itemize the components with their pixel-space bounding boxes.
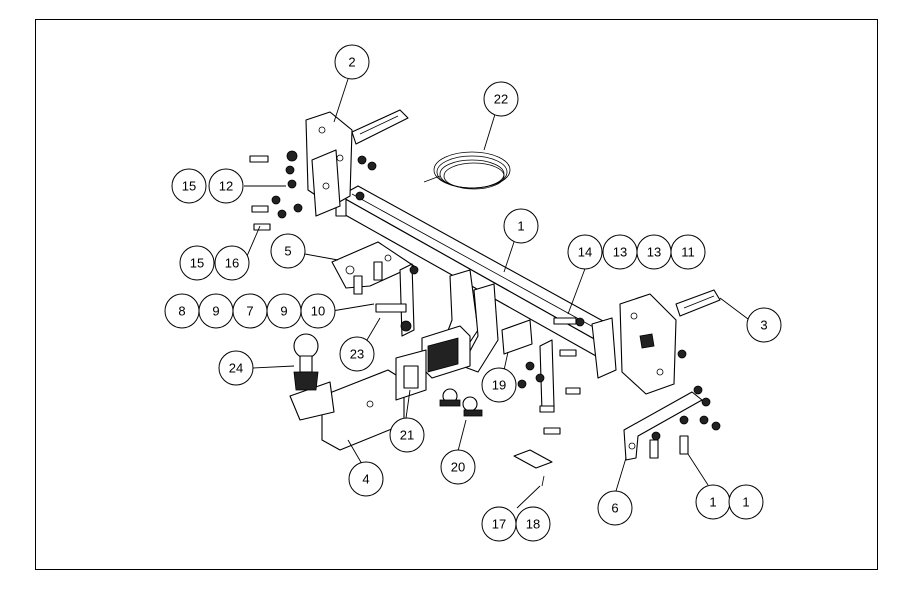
- callout-17: 17: [481, 506, 517, 542]
- callout-19: 19: [481, 367, 517, 403]
- callout-4: 4: [348, 461, 384, 497]
- safety-shackles: [439, 388, 483, 417]
- callout-8: 8: [164, 293, 200, 329]
- callout-5: 5: [270, 233, 306, 269]
- svg-text:21: 21: [400, 428, 414, 443]
- wiring-coil: [423, 151, 511, 190]
- small-plate: [513, 449, 553, 487]
- callout-20: 20: [440, 449, 476, 485]
- callout-14: 14: [567, 234, 603, 270]
- svg-text:19: 19: [492, 378, 506, 393]
- svg-text:16: 16: [225, 256, 239, 271]
- callout-3: 3: [746, 307, 782, 343]
- callout-1-beam: 1: [503, 208, 539, 244]
- svg-text:17: 17: [492, 517, 506, 532]
- callout-10: 10: [300, 293, 336, 329]
- svg-text:14: 14: [578, 245, 592, 260]
- svg-text:9: 9: [212, 304, 219, 319]
- svg-text:1: 1: [742, 495, 749, 510]
- svg-text:6: 6: [611, 501, 618, 516]
- plates: [399, 263, 555, 413]
- svg-text:1: 1: [709, 495, 716, 510]
- svg-text:2: 2: [348, 55, 355, 70]
- svg-text:20: 20: [451, 460, 465, 475]
- svg-text:9: 9: [280, 304, 287, 319]
- callout-1-fastener-a: 1: [695, 484, 731, 520]
- callout-1-fastener-b: 1: [728, 484, 764, 520]
- svg-text:23: 23: [350, 347, 364, 362]
- fasteners: [249, 150, 721, 459]
- left-mounting-bracket: [305, 109, 409, 217]
- svg-text:11: 11: [681, 245, 695, 260]
- bracket-6: [623, 391, 703, 461]
- callout-2: 2: [334, 44, 370, 80]
- receiver-bracket: [421, 269, 499, 379]
- svg-text:22: 22: [494, 92, 508, 107]
- svg-text:13: 13: [613, 245, 627, 260]
- tow-ball: [293, 333, 319, 391]
- callout-15-top: 15: [171, 168, 207, 204]
- callout-24: 24: [218, 350, 254, 386]
- svg-text:1: 1: [517, 219, 524, 234]
- bracket-5: [331, 241, 415, 289]
- callout-21: 21: [389, 417, 425, 453]
- callout-23: 23: [339, 336, 375, 372]
- svg-text:13: 13: [647, 245, 661, 260]
- svg-text:12: 12: [219, 179, 233, 194]
- callout-15-bottom: 15: [179, 245, 215, 281]
- svg-text:15: 15: [182, 179, 196, 194]
- callout-9-b: 9: [266, 293, 302, 329]
- svg-text:18: 18: [526, 517, 540, 532]
- callout-6: 6: [597, 490, 633, 526]
- callout-18: 18: [515, 506, 551, 542]
- callout-22: 22: [483, 81, 519, 117]
- callout-13-a: 13: [602, 234, 638, 270]
- drawing-frame: [35, 19, 878, 570]
- callout-13-b: 13: [636, 234, 672, 270]
- svg-text:7: 7: [246, 304, 253, 319]
- svg-text:3: 3: [760, 318, 767, 333]
- right-mounting-bracket: [591, 289, 721, 395]
- callout-16: 16: [214, 245, 250, 281]
- ball-mount: [289, 349, 427, 451]
- svg-text:15: 15: [190, 256, 204, 271]
- svg-text:24: 24: [229, 361, 243, 376]
- callout-11: 11: [670, 234, 706, 270]
- callout-7: 7: [232, 293, 268, 329]
- svg-text:5: 5: [284, 244, 291, 259]
- svg-text:10: 10: [311, 304, 325, 319]
- svg-text:4: 4: [362, 472, 369, 487]
- callout-12: 12: [208, 168, 244, 204]
- svg-text:8: 8: [178, 304, 185, 319]
- callout-9-a: 9: [198, 293, 234, 329]
